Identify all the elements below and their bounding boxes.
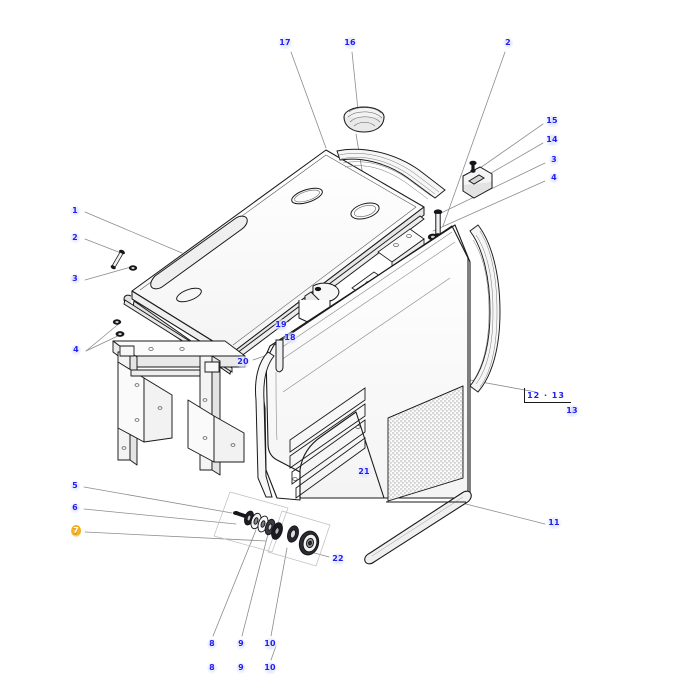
callout-19[interactable]: 19 [273, 319, 289, 331]
callout-2[interactable]: 2 [503, 37, 513, 49]
callout-20[interactable]: 20 [235, 356, 251, 368]
callout-group-12-13[interactable]: 12 · 13 [527, 391, 565, 400]
callout-8[interactable]: 8 [207, 662, 217, 674]
callout-3[interactable]: 3 [549, 154, 559, 166]
callout-group-bracket [524, 388, 571, 403]
callout-15[interactable]: 15 [544, 115, 560, 127]
callout-10[interactable]: 10 [262, 638, 278, 650]
callout-9[interactable]: 9 [236, 662, 246, 674]
callout-4[interactable]: 4 [71, 344, 81, 356]
callout-17[interactable]: 17 [277, 37, 293, 49]
callout-6[interactable]: 6 [70, 502, 80, 514]
callout-4[interactable]: 4 [549, 172, 559, 184]
callout-21[interactable]: 21 [356, 466, 372, 478]
callout-18[interactable]: 18 [282, 332, 298, 344]
callout-2[interactable]: 2 [70, 232, 80, 244]
callout-8[interactable]: 8 [207, 638, 217, 650]
callout-1[interactable]: 1 [70, 205, 80, 217]
callout-5[interactable]: 5 [70, 480, 80, 492]
callout-13[interactable]: 13 [564, 405, 580, 417]
callout-3[interactable]: 3 [70, 273, 80, 285]
callout-9[interactable]: 9 [236, 638, 246, 650]
callout-14[interactable]: 14 [544, 134, 560, 146]
callout-11[interactable]: 11 [546, 517, 562, 529]
callout-7-selected[interactable]: 7 [71, 525, 81, 537]
callout-16[interactable]: 16 [342, 37, 358, 49]
callout-22[interactable]: 22 [330, 553, 346, 565]
callout-10[interactable]: 10 [262, 662, 278, 674]
